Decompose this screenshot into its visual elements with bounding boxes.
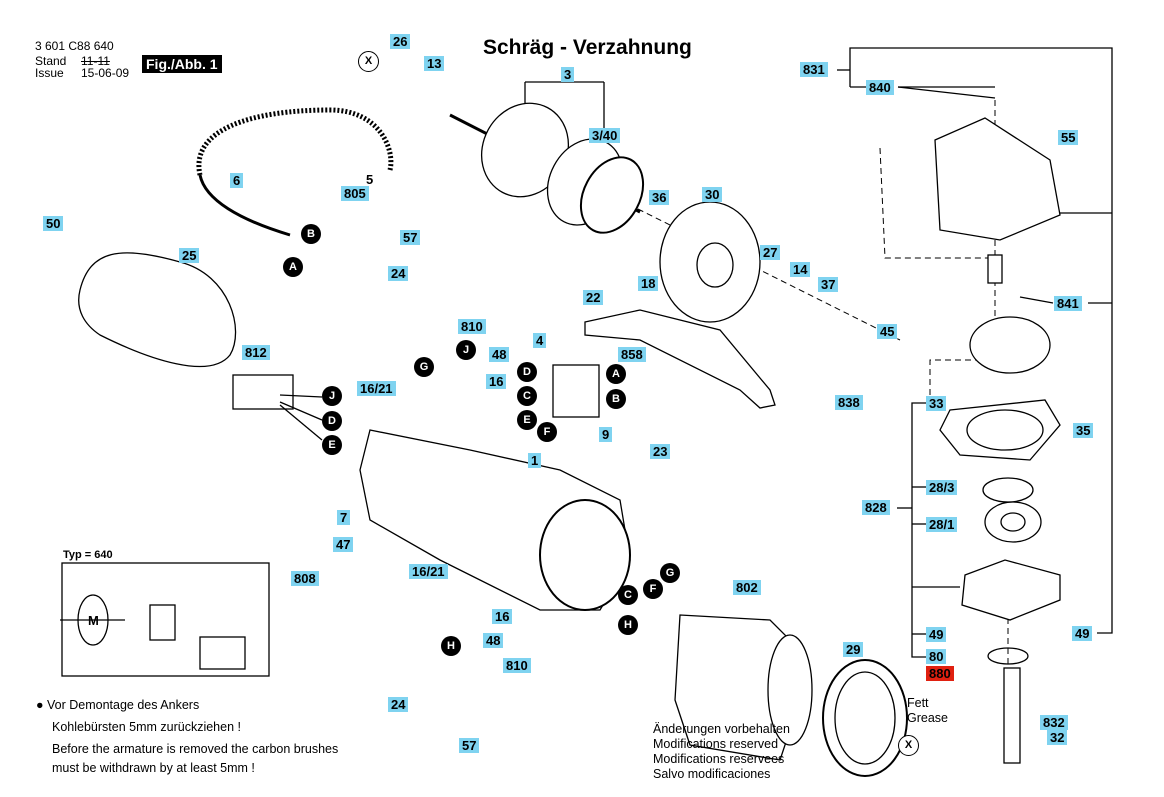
part-label: 16 [486, 374, 507, 389]
part-label: 37 [818, 277, 839, 292]
part-label: 841 [1054, 296, 1082, 311]
part-label: 14 [790, 262, 811, 277]
part-label: 47 [333, 537, 354, 552]
part-label: 50 [43, 216, 64, 231]
part-label: 33 [926, 396, 947, 411]
grease-label-en: Grease [907, 711, 948, 725]
part-label: 49 [1072, 626, 1093, 641]
callout-x: X [358, 51, 379, 72]
part-label: 810 [503, 658, 531, 673]
callout-g: G [660, 563, 680, 583]
callout-c: C [618, 585, 638, 605]
callout-j: J [322, 386, 342, 406]
part-label: 49 [926, 627, 947, 642]
part-label: 3 [561, 67, 575, 82]
callout-e: E [517, 410, 537, 430]
figure-badge: Fig./Abb. 1 [142, 55, 222, 73]
callout-d: D [517, 362, 537, 382]
part-label: 16/21 [357, 381, 396, 396]
callout-j: J [456, 340, 476, 360]
part-label: 57 [400, 230, 421, 245]
part-label: 29 [843, 642, 864, 657]
motor-symbol: M [88, 613, 99, 628]
stand-label: Stand [35, 54, 67, 68]
part-label: 4 [533, 333, 547, 348]
part-label: 802 [733, 580, 761, 595]
part-label: 805 [341, 186, 369, 201]
part-label: 13 [424, 56, 445, 71]
part-label: 9 [599, 427, 613, 442]
callout-h: H [618, 615, 638, 635]
callout-f: F [643, 579, 663, 599]
stand-value: 11-11 [81, 54, 110, 68]
callout-a: A [606, 364, 626, 384]
note-en-line1: Before the armature is removed the carbo… [52, 742, 339, 756]
part-label: 22 [583, 290, 604, 305]
callout-d: D [322, 411, 342, 431]
part-label: 16/21 [409, 564, 448, 579]
part-label: 858 [618, 347, 646, 362]
grease-label-de: Fett [907, 696, 929, 710]
issue-value: 15-06-09 [81, 66, 130, 80]
callout-e: E [322, 435, 342, 455]
note-de-line1: ● Vor Demontage des Ankers [36, 698, 200, 712]
diagram-title: Schräg - Verzahnung [483, 36, 692, 59]
part-label: 45 [877, 324, 898, 339]
callout-f: F [537, 422, 557, 442]
part-label: 23 [650, 444, 671, 459]
note-de-line2: Kohlebürsten 5mm zurückziehen ! [52, 720, 241, 734]
part-label: 48 [489, 347, 510, 362]
part-label: 24 [388, 266, 409, 281]
part-label: 3/40 [589, 128, 621, 143]
note-en-line2: must be withdrawn by at least 5mm ! [52, 761, 255, 775]
part-label: 810 [458, 319, 486, 334]
callout-g: G [414, 357, 434, 377]
part-label: 838 [835, 395, 863, 410]
part-label: 828 [862, 500, 890, 515]
modifications-line: Modifications reservees [653, 752, 785, 766]
part-label: 24 [388, 697, 409, 712]
part-label: 831 [800, 62, 828, 77]
part-label: 57 [459, 738, 480, 753]
part-label: 25 [179, 248, 200, 263]
part-label: 36 [649, 190, 670, 205]
part-label: 30 [702, 187, 723, 202]
part-label: 48 [483, 633, 504, 648]
part-label: 6 [230, 173, 244, 188]
part-label: 840 [866, 80, 894, 95]
part-label-highlighted: 880 [926, 666, 954, 681]
modifications-line: Modifications reserved [653, 737, 779, 751]
part-label: 7 [337, 510, 351, 525]
modifications-line: Änderungen vorbehalten [653, 722, 790, 736]
part-label: 27 [760, 245, 781, 260]
part-label: 55 [1058, 130, 1079, 145]
part-label: 32 [1047, 730, 1068, 745]
modifications-line: Salvo modificaciones [653, 767, 771, 781]
callout-a: A [283, 257, 303, 277]
document-number: 3 601 C88 640 [35, 39, 114, 53]
part-label: 35 [1073, 423, 1094, 438]
issue-label: Issue [35, 66, 64, 80]
part-label: 18 [638, 276, 659, 291]
callout-c: C [517, 386, 537, 406]
callout-b: B [301, 224, 321, 244]
part-label: 812 [242, 345, 270, 360]
callout-x: X [898, 735, 919, 756]
part-label: 5 [366, 172, 374, 187]
part-label: 28/1 [926, 517, 958, 532]
part-label: 832 [1040, 715, 1068, 730]
part-label: 16 [492, 609, 513, 624]
part-label: 80 [926, 649, 947, 664]
part-label: 28/3 [926, 480, 958, 495]
part-label: 26 [390, 34, 411, 49]
wiring-type-label: Typ = 640 [63, 549, 113, 561]
part-label: 808 [291, 571, 319, 586]
part-label: 1 [528, 453, 542, 468]
callout-h: H [441, 636, 461, 656]
callout-b: B [606, 389, 626, 409]
